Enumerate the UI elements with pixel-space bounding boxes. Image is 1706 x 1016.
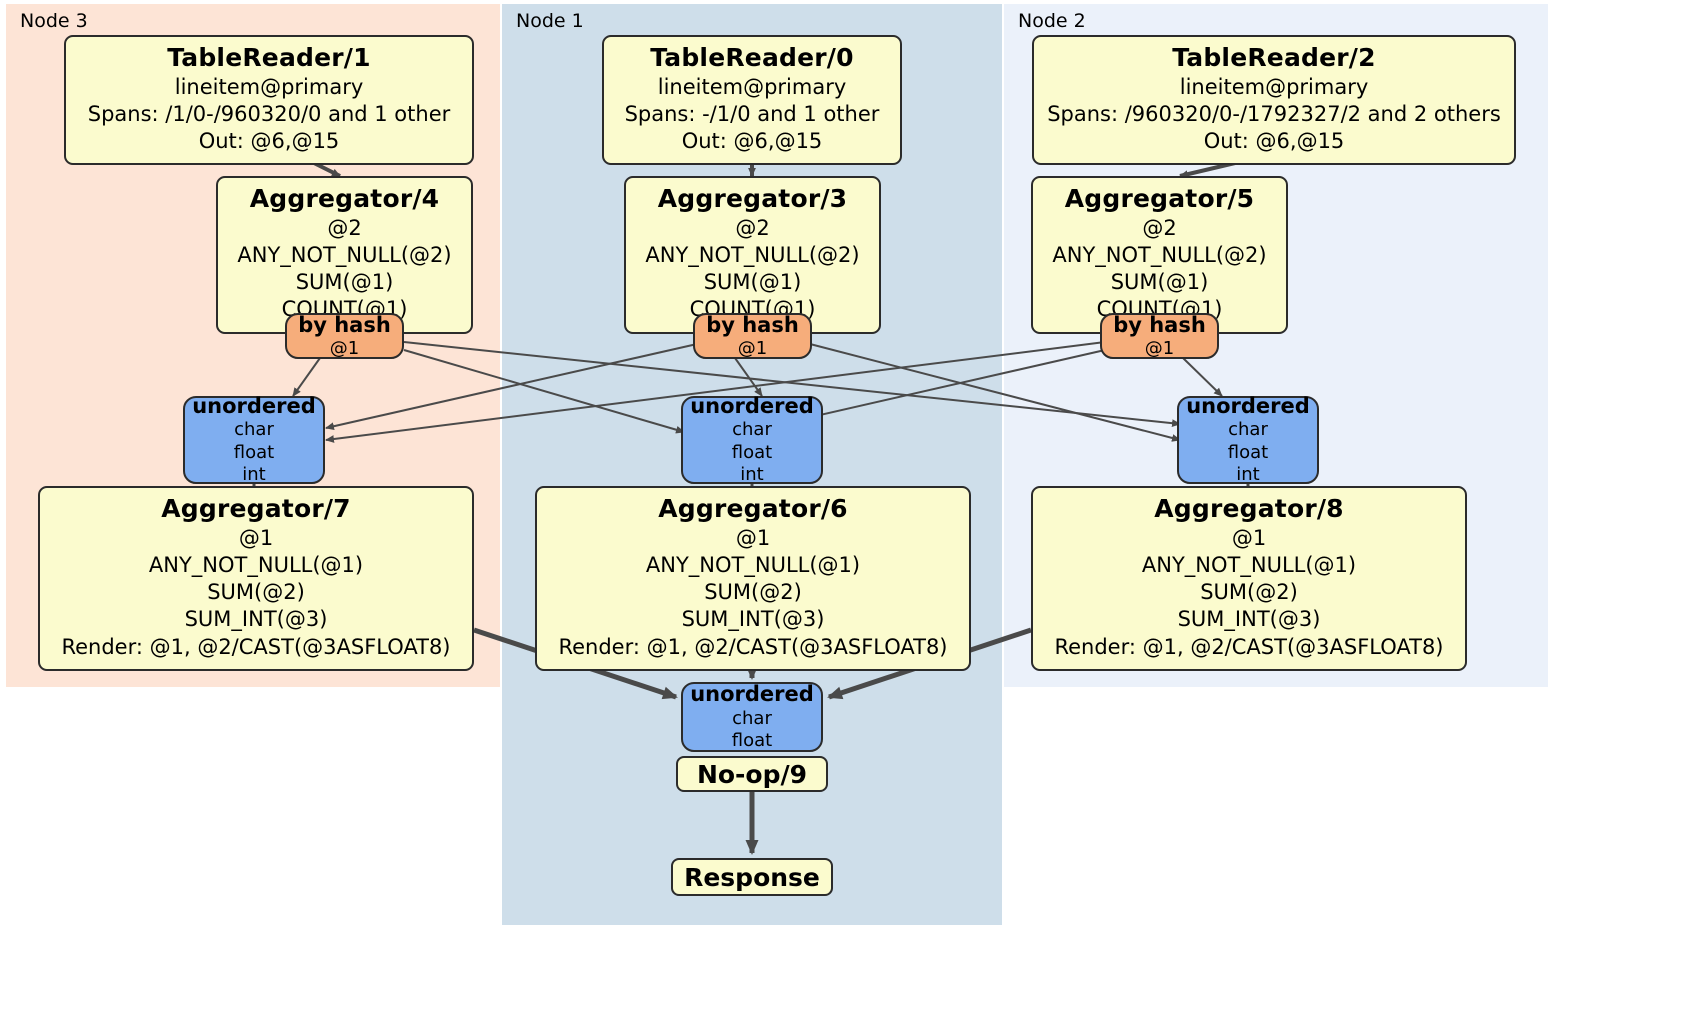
aggregator-3-title: Aggregator/3 (657, 184, 848, 213)
hash-router-node-3-title: by hash (298, 312, 391, 337)
aggregator-7-func-1: ANY_NOT_NULL(@1) (148, 552, 364, 577)
table-reader-2-title: TableReader/2 (1172, 43, 1376, 72)
aggregator-8-func-2: SUM(@2) (1200, 580, 1298, 605)
unordered-input-node-1-type-3: int (740, 464, 764, 486)
table-reader-1-box[interactable]: TableReader/1 lineitem@primary Spans: /1… (64, 35, 474, 166)
aggregator-6-func-3: SUM_INT(@3) (681, 607, 825, 632)
aggregator-6-box[interactable]: Aggregator/6 @1 ANY_NOT_NULL(@1) SUM(@2)… (535, 486, 971, 671)
unordered-input-node-2-type-1: char (1228, 419, 1268, 441)
panel-node-2-label: Node 2 (1018, 10, 1086, 32)
table-reader-0-table: lineitem@primary (657, 74, 847, 99)
aggregator-7-group: @1 (238, 525, 274, 550)
aggregator-5-title: Aggregator/5 (1064, 184, 1255, 213)
aggregator-8-render: Render: @1, @2/CAST(@3ASFLOAT8) (1054, 634, 1444, 659)
response-box[interactable]: Response (671, 858, 833, 896)
unordered-input-node-3-type-1: char (234, 419, 274, 441)
final-unordered-type-1: char (732, 707, 772, 729)
response-label: Response (684, 862, 820, 892)
table-reader-2-box[interactable]: TableReader/2 lineitem@primary Spans: /9… (1032, 35, 1516, 166)
hash-router-node-1-title: by hash (706, 312, 799, 337)
unordered-input-node-1[interactable]: unordered char float int (681, 394, 823, 486)
aggregator-4-func-2: SUM(@1) (295, 270, 394, 295)
unordered-input-node-3-type-3: int (242, 464, 266, 486)
aggregator-5-group: @2 (1142, 215, 1177, 240)
hash-router-node-3[interactable]: by hash @1 (285, 313, 404, 359)
aggregator-8-title: Aggregator/8 (1154, 494, 1344, 523)
aggregator-6-render: Render: @1, @2/CAST(@3ASFLOAT8) (558, 634, 948, 659)
table-reader-2-out: Out: @6,@15 (1203, 129, 1345, 154)
table-reader-0-spans: Spans: -/1/0 and 1 other (624, 101, 880, 126)
aggregator-5-func-1: ANY_NOT_NULL(@2) (1052, 242, 1267, 267)
aggregator-7-func-3: SUM_INT(@3) (184, 607, 328, 632)
table-reader-1-spans: Spans: /1/0-/960320/0 and 1 other (87, 101, 451, 126)
table-reader-1-out: Out: @6,@15 (198, 129, 340, 154)
unordered-input-node-1-type-1: char (732, 419, 772, 441)
aggregator-4-func-1: ANY_NOT_NULL(@2) (237, 242, 452, 267)
aggregator-7-func-2: SUM(@2) (207, 580, 305, 605)
hash-router-node-2-column: @1 (1144, 337, 1175, 359)
table-reader-2-spans: Spans: /960320/0-/1792327/2 and 2 others (1047, 101, 1501, 126)
aggregator-6-group: @1 (735, 525, 771, 550)
aggregator-8-func-1: ANY_NOT_NULL(@1) (1141, 552, 1357, 577)
table-reader-0-title: TableReader/0 (650, 43, 854, 72)
unordered-input-node-2-type-3: int (1236, 464, 1260, 486)
aggregator-3-func-2: SUM(@1) (703, 270, 802, 295)
unordered-input-node-2-title: unordered (1186, 394, 1310, 419)
unordered-input-node-1-title: unordered (690, 394, 814, 419)
aggregator-5-func-2: SUM(@1) (1110, 270, 1209, 295)
unordered-input-node-1-type-2: float (731, 441, 773, 463)
hash-router-node-1[interactable]: by hash @1 (693, 313, 812, 359)
panel-node-3-label: Node 3 (20, 10, 88, 32)
aggregator-7-box[interactable]: Aggregator/7 @1 ANY_NOT_NULL(@1) SUM(@2)… (38, 486, 474, 671)
unordered-input-node-3-type-2: float (233, 441, 275, 463)
final-unordered-title: unordered (690, 682, 814, 707)
aggregator-7-render: Render: @1, @2/CAST(@3ASFLOAT8) (61, 634, 451, 659)
aggregator-8-group: @1 (1231, 525, 1267, 550)
hash-router-node-3-column: @1 (329, 337, 360, 359)
table-reader-0-box[interactable]: TableReader/0 lineitem@primary Spans: -/… (602, 35, 902, 166)
final-unordered-router[interactable]: unordered char float (681, 682, 823, 752)
table-reader-1-title: TableReader/1 (167, 43, 371, 72)
table-reader-1-table: lineitem@primary (174, 74, 364, 99)
aggregator-4-box[interactable]: Aggregator/4 @2 ANY_NOT_NULL(@2) SUM(@1)… (216, 176, 473, 334)
aggregator-8-box[interactable]: Aggregator/8 @1 ANY_NOT_NULL(@1) SUM(@2)… (1031, 486, 1467, 671)
aggregator-4-group: @2 (327, 215, 362, 240)
unordered-input-node-2[interactable]: unordered char float int (1177, 394, 1319, 486)
aggregator-5-box[interactable]: Aggregator/5 @2 ANY_NOT_NULL(@2) SUM(@1)… (1031, 176, 1288, 334)
aggregator-6-title: Aggregator/6 (658, 494, 848, 523)
aggregator-8-func-3: SUM_INT(@3) (1177, 607, 1321, 632)
no-op-9-label: No-op/9 (696, 759, 808, 789)
aggregator-7-title: Aggregator/7 (161, 494, 351, 523)
unordered-input-node-3-title: unordered (192, 394, 316, 419)
unordered-input-node-3[interactable]: unordered char float int (183, 394, 325, 486)
hash-router-node-2[interactable]: by hash @1 (1100, 313, 1219, 359)
table-reader-0-out: Out: @6,@15 (681, 129, 823, 154)
aggregator-6-func-1: ANY_NOT_NULL(@1) (645, 552, 861, 577)
final-unordered-type-2: float (731, 730, 773, 752)
aggregator-6-func-2: SUM(@2) (704, 580, 802, 605)
panel-node-1-label: Node 1 (516, 10, 584, 32)
aggregator-3-group: @2 (735, 215, 770, 240)
unordered-input-node-2-type-2: float (1227, 441, 1269, 463)
table-reader-2-table: lineitem@primary (1179, 74, 1369, 99)
aggregator-3-func-1: ANY_NOT_NULL(@2) (645, 242, 860, 267)
aggregator-4-title: Aggregator/4 (249, 184, 440, 213)
no-op-9-box[interactable]: No-op/9 (676, 756, 828, 792)
hash-router-node-2-title: by hash (1113, 312, 1206, 337)
hash-router-node-1-column: @1 (737, 337, 768, 359)
aggregator-3-box[interactable]: Aggregator/3 @2 ANY_NOT_NULL(@2) SUM(@1)… (624, 176, 881, 334)
